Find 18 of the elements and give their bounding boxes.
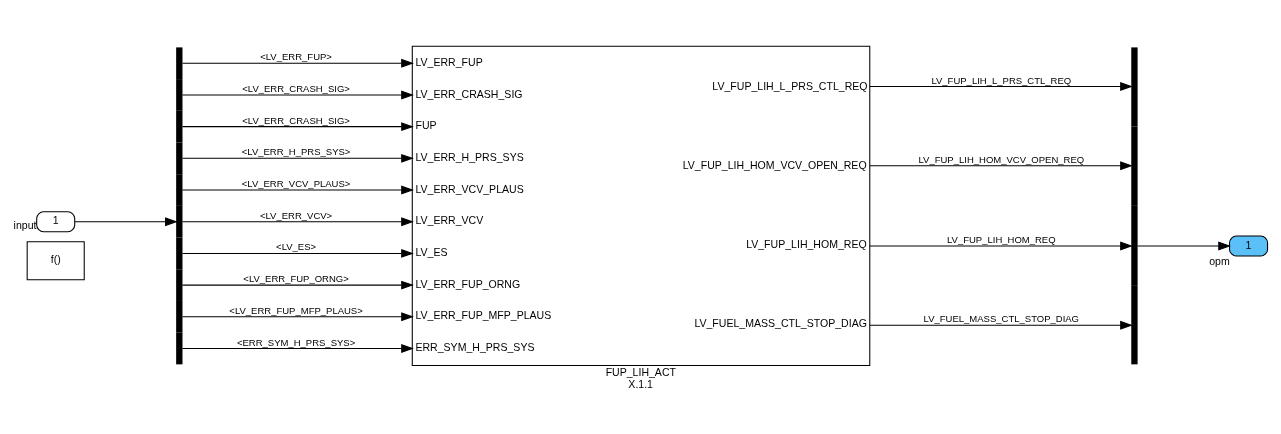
node-label: opm bbox=[1209, 254, 1230, 267]
edge-label: <LV_ERR_VCV_PLAUS> bbox=[241, 177, 351, 189]
edge-label: <LV_ERR_FUP_ORNG> bbox=[243, 272, 349, 284]
edge-label: <LV_ERR_H_PRS_SYS> bbox=[241, 145, 351, 157]
node-label: FUP_LIH_ACT bbox=[605, 365, 676, 378]
node-label: X.1.1 bbox=[628, 377, 653, 390]
edge-label: <ERR_SYM_H_PRS_SYS> bbox=[236, 336, 356, 348]
edge-label: <LV_ERR_FUP> bbox=[260, 50, 332, 62]
edge-label: <LV_ERR_CRASH_SIG> bbox=[242, 82, 350, 94]
node-label: input bbox=[13, 218, 37, 231]
edge-label: <LV_ERR_FUP_MFP_PLAUS> bbox=[229, 304, 363, 316]
edge-label: LV_FUP_LIH_L_PRS_CTL_REQ bbox=[931, 74, 1072, 86]
edge-label: LV_FUP_LIH_HOM_REQ bbox=[947, 233, 1056, 245]
edge-label: <LV_ERR_CRASH_SIG> bbox=[242, 114, 350, 126]
edge-label: LV_FUP_LIH_HOM_VCV_OPEN_REQ bbox=[918, 153, 1085, 165]
edge-label: <LV_ES> bbox=[276, 240, 317, 252]
edge-label: LV_FUEL_MASS_CTL_STOP_DIAG bbox=[923, 312, 1080, 324]
edge-label: <LV_ERR_VCV> bbox=[259, 209, 333, 221]
